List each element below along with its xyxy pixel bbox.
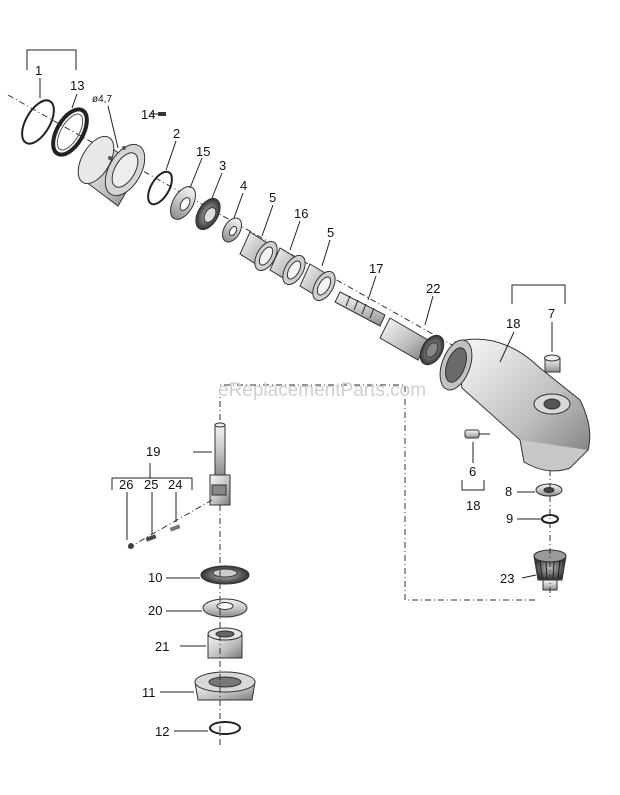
part-11-lock-nut (194, 671, 256, 701)
part-8-nut (535, 483, 563, 497)
callout-24: 24 (168, 477, 182, 492)
part-12-o-ring (209, 721, 241, 735)
part-6-grease-nipple (464, 429, 490, 439)
callout-16: 16 (294, 206, 308, 221)
callout-9: 9 (506, 511, 513, 526)
part-19-spindle (209, 422, 231, 506)
leader-lines (39, 78, 553, 732)
callout-25: 25 (144, 477, 158, 492)
part-1-ring (21, 99, 55, 145)
assembly-link-line (219, 384, 535, 601)
callout-1: 1 (35, 63, 42, 78)
part-3-bearing (195, 197, 221, 231)
screw-axis-line (127, 499, 213, 549)
callout-2: 2 (173, 126, 180, 141)
callout-11: 11 (142, 685, 156, 700)
part-17-shaft (334, 291, 386, 327)
bracket-1-13 (26, 49, 77, 70)
callout-14: 14 (141, 107, 155, 122)
bracket-18-7 (511, 284, 566, 304)
callout-13: 13 (70, 78, 84, 93)
callout-7: 7 (548, 306, 555, 321)
callout-17: 17 (369, 261, 383, 276)
part-16-spacer-sleeve (269, 247, 306, 286)
part-13-toothed-ring (51, 107, 89, 157)
part-5b-bearing-sleeve (299, 263, 336, 302)
watermark: eReplacementParts.com (218, 380, 426, 401)
part-21-bushing (207, 627, 243, 659)
callout-8: 8 (505, 484, 512, 499)
callout-23: 23 (500, 571, 514, 586)
callout-15: 15 (196, 144, 210, 159)
part-22-bevel-gear-shaft (379, 317, 445, 366)
part-10-bearing (200, 565, 250, 585)
callout-26: 26 (119, 477, 133, 492)
part-15-washer (170, 186, 196, 220)
callout-18-sub: 18 (466, 498, 480, 513)
part-14-screw (150, 112, 166, 116)
part-24-spring (169, 524, 181, 532)
bracket-26-25-24 (111, 477, 193, 490)
part-7-cap (544, 354, 561, 373)
part-18-angle-head (439, 338, 591, 472)
part-5a-bearing-sleeve (239, 231, 278, 272)
callout-10: 10 (148, 570, 162, 585)
callout-4: 4 (240, 178, 247, 193)
callout-21: 21 (155, 639, 169, 654)
callout-12: 12 (155, 724, 169, 739)
callout-6: 6 (469, 464, 476, 479)
callout-5b: 5 (327, 225, 334, 240)
callout-18-housing: 18 (506, 316, 520, 331)
dimension-note: ø4,7 (92, 94, 112, 105)
callout-20: 20 (148, 603, 162, 618)
callout-19: 19 (146, 444, 160, 459)
part-25-pin (145, 534, 157, 542)
bracket-6-18 (461, 480, 485, 491)
part-4-spacer (222, 217, 242, 243)
callout-22: 22 (426, 281, 440, 296)
part-20-washer (202, 598, 248, 618)
callout-5a: 5 (269, 190, 276, 205)
part-14-sleeve (77, 135, 146, 207)
callout-3: 3 (219, 158, 226, 173)
part-2-circlip (147, 170, 173, 206)
